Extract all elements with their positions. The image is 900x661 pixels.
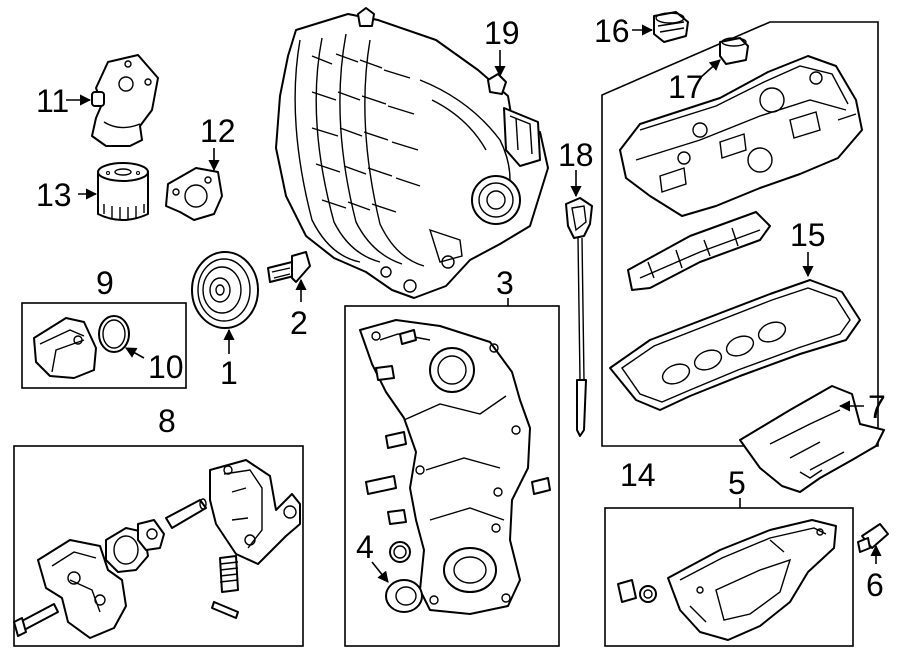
filler-seal-part [719, 37, 749, 65]
pump-shaft-part [165, 498, 207, 529]
relief-pin-part [211, 601, 239, 619]
crank-seal-part [385, 541, 423, 613]
box-oil-filter-cap-group [21, 302, 187, 389]
baffle-plate-part [627, 211, 771, 291]
pump-body-part [37, 539, 127, 639]
callout-3: 3 [496, 265, 514, 301]
valve-cover-gasket-part [609, 279, 861, 411]
oil-filler-cap-part [653, 11, 689, 43]
callout-9: 9 [96, 265, 114, 301]
callout-14: 14 [620, 457, 656, 493]
timing-chain-cover-part [359, 319, 531, 615]
callout-5: 5 [728, 465, 746, 501]
callout-8: 8 [158, 403, 176, 439]
callout-17: 17 [668, 69, 704, 105]
callout-7: 7 [868, 389, 886, 425]
callout-10: 10 [148, 349, 184, 385]
oil-pump-part [209, 459, 301, 565]
pulley-bolt-part [267, 251, 311, 283]
oil-filter-housing-part [91, 54, 159, 147]
callout-13: 13 [36, 177, 72, 213]
box-oil-pan-group [604, 507, 854, 647]
intake-manifold-part [275, 7, 549, 299]
pump-bolt-part [13, 603, 59, 637]
box-valve-cover-group [601, 21, 879, 447]
box-oil-pump-group [13, 445, 304, 647]
callout-15: 15 [790, 217, 826, 253]
relief-spring-part [219, 555, 239, 593]
oil-filter-part [97, 162, 149, 221]
callout-12: 12 [200, 113, 236, 149]
oil-level-sensor-part [857, 523, 889, 553]
mount-bracket-part [739, 385, 885, 493]
callout-19: 19 [484, 15, 520, 51]
oil-dipstick-part [565, 197, 593, 437]
callout-11: 11 [36, 83, 69, 119]
crankshaft-pulley-part [191, 251, 259, 329]
o-ring-part [98, 315, 130, 353]
callout-1: 1 [220, 355, 238, 391]
callout-4: 4 [356, 529, 374, 565]
pump-rotor-part [105, 519, 165, 573]
callout-6: 6 [866, 567, 884, 603]
dowel-pins-part [365, 329, 551, 525]
oil-pan-part [667, 519, 837, 641]
housing-gasket-part [165, 167, 223, 221]
callout-2: 2 [290, 305, 308, 341]
callout-18: 18 [558, 137, 594, 173]
box-timing-cover-group [344, 305, 560, 647]
valve-cover-part [619, 55, 863, 217]
oil-control-valve-cap-part [33, 317, 97, 379]
drain-plug-part [617, 579, 657, 603]
callout-16: 16 [594, 13, 630, 49]
